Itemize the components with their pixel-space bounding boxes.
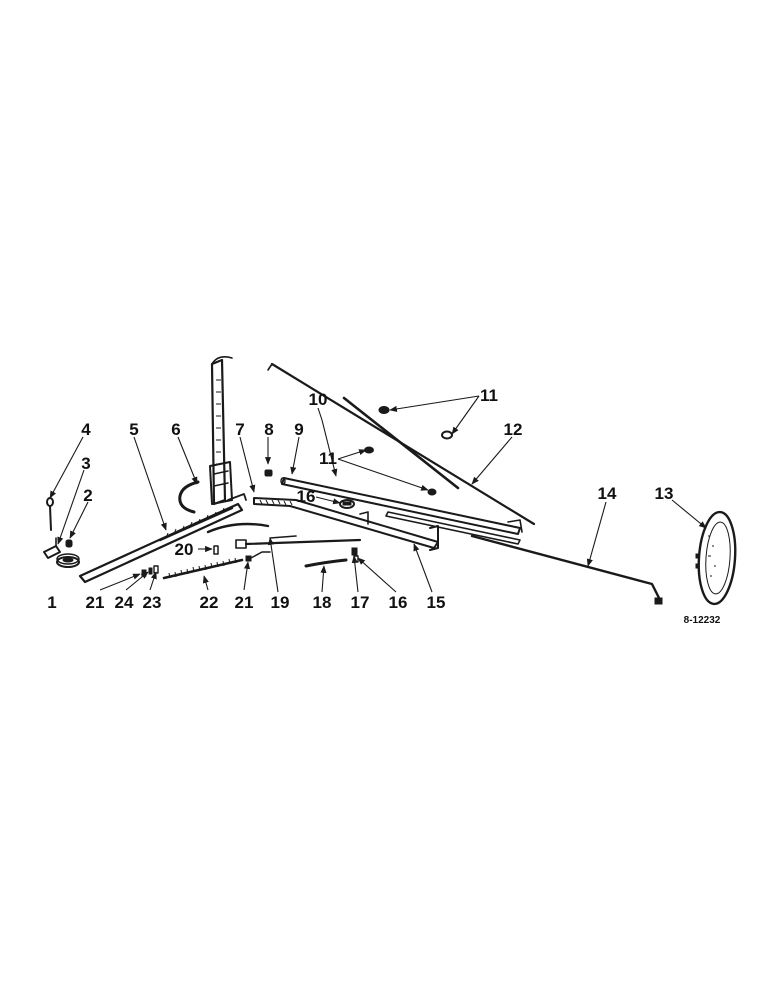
part-6-u-handle	[178, 480, 200, 514]
callout-6: 6	[171, 420, 180, 439]
part-inner-bar	[385, 511, 521, 545]
callout-21-right: 21	[235, 593, 254, 612]
part-15-channel	[253, 497, 439, 551]
callout-10: 10	[309, 390, 328, 409]
callout-5: 5	[129, 420, 138, 439]
callout-22: 22	[200, 593, 219, 612]
part-22-spring	[162, 557, 244, 580]
callout-11-middle: 11	[319, 449, 337, 468]
leader-lines	[49, 395, 707, 593]
callout-8: 8	[264, 420, 273, 439]
callout-17: 17	[351, 593, 370, 612]
callout-4: 4	[81, 420, 91, 439]
part-14-rod	[470, 534, 663, 605]
callout-16-lower: 16	[389, 593, 408, 612]
part-upright-rack	[209, 356, 247, 506]
callout-15: 15	[427, 593, 446, 612]
callout-20: 20	[175, 540, 194, 559]
part-21-link	[245, 551, 271, 562]
callout-labels: 1 2 3 4 5 6 7 8 9 10 11 11 12 13 14 15 1…	[47, 386, 673, 612]
part-13-disc	[695, 510, 737, 606]
part-16-clamp	[339, 499, 355, 509]
callout-19: 19	[271, 593, 290, 612]
part-rack-teeth	[158, 506, 234, 542]
callout-23: 23	[143, 593, 162, 612]
part-4-eye-bolt	[46, 497, 54, 531]
part-9-tube	[280, 477, 523, 535]
part-12-rod	[342, 396, 460, 490]
part-1-cap	[56, 553, 80, 568]
callout-14: 14	[598, 484, 617, 503]
part-17-16-fasteners	[351, 547, 359, 563]
callout-12: 12	[504, 420, 523, 439]
callout-24: 24	[115, 593, 134, 612]
part-8-nut	[264, 469, 273, 477]
part-20-pin	[213, 545, 219, 555]
figure-id: 8-12232	[684, 615, 721, 626]
part-3-clip	[43, 537, 61, 559]
callout-18: 18	[313, 593, 332, 612]
part-2-sleeve	[65, 539, 73, 548]
callout-11-upper: 11	[480, 386, 498, 405]
part-11-sleeves	[364, 406, 453, 496]
callout-21-left: 21	[86, 593, 105, 612]
callout-16-upper: 16	[297, 487, 316, 506]
callout-7: 7	[235, 420, 244, 439]
callout-3: 3	[81, 454, 90, 473]
part-19-lever	[206, 522, 362, 549]
callout-2: 2	[83, 486, 92, 505]
callout-1: 1	[47, 593, 56, 612]
callout-9: 9	[294, 420, 303, 439]
part-18-rod	[304, 558, 348, 568]
callout-13: 13	[655, 484, 674, 503]
